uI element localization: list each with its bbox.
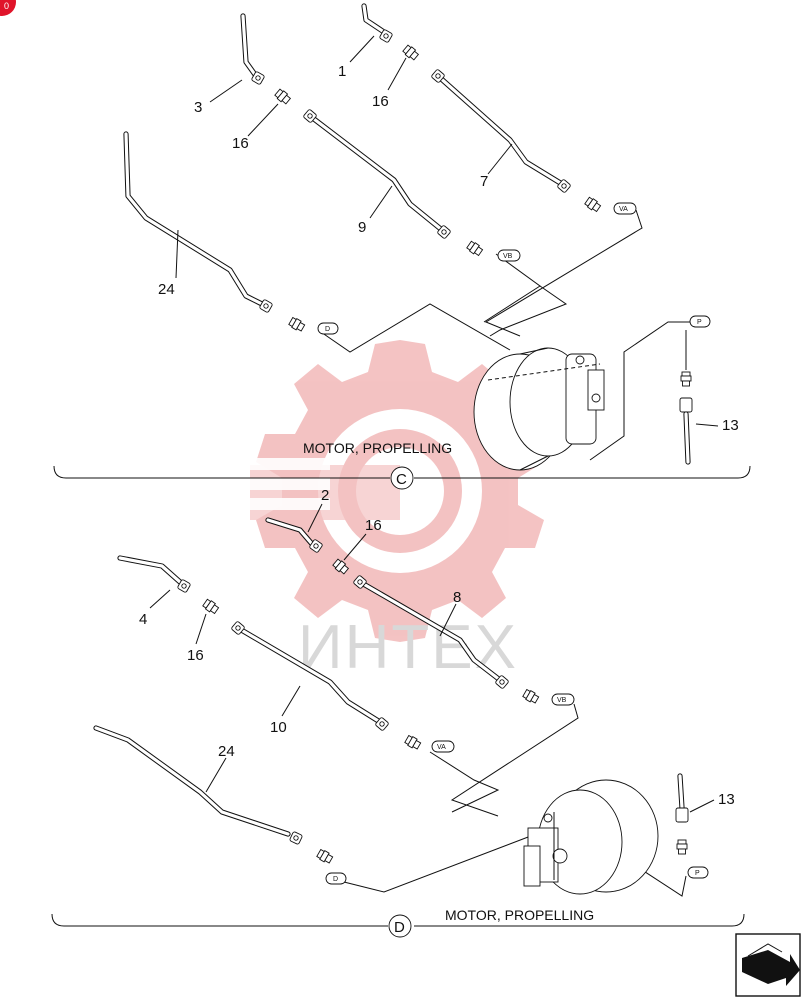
- port-tag-d: [325, 872, 347, 885]
- svg-text:2: 2: [321, 487, 329, 504]
- svg-text:VB: VB: [503, 253, 513, 260]
- svg-text:24: 24: [218, 743, 235, 760]
- port-tag-p: [689, 315, 711, 328]
- propelling-motor-c: [473, 347, 605, 471]
- propelling-motor-d: [523, 779, 659, 895]
- svg-text:1: 1: [338, 63, 346, 80]
- fitting-16: [201, 598, 220, 616]
- section-c: VA VB D P 1 16 3 16 7: [53, 3, 751, 490]
- fitting: [403, 734, 422, 751]
- watermark-text: ИНТЕХ: [298, 613, 518, 682]
- section-bracket-c: [53, 465, 751, 479]
- port-tag-d: [317, 322, 339, 335]
- leader-lines: [175, 35, 719, 427]
- svg-text:8: 8: [453, 589, 461, 606]
- fitting: [521, 688, 540, 705]
- svg-text:24: 24: [158, 281, 175, 298]
- pipe-part-13: [675, 773, 689, 855]
- svg-text:9: 9: [358, 219, 366, 236]
- port-tag-vb: [497, 249, 521, 262]
- pipe-part-24: [93, 725, 304, 846]
- svg-text:C: C: [396, 471, 407, 488]
- svg-text:VA: VA: [437, 744, 446, 751]
- fitting-16: [401, 43, 420, 62]
- pipe-part-7: [430, 68, 572, 194]
- svg-text:VA: VA: [619, 206, 628, 213]
- svg-text:13: 13: [722, 417, 739, 434]
- leader-lines: [149, 503, 715, 813]
- section-d: VB VA D P 2 16 8 4 16 10: [51, 487, 745, 938]
- svg-text:4: 4: [139, 611, 147, 628]
- pipe-part-1: [361, 3, 394, 44]
- svg-text:16: 16: [372, 93, 389, 110]
- svg-text:D: D: [325, 326, 330, 333]
- pipe-part-9: [302, 108, 452, 240]
- pipe-part-4: [117, 555, 192, 594]
- section-bracket-d: [51, 913, 745, 927]
- svg-text:0: 0: [4, 1, 9, 11]
- port-tag-vb: [551, 693, 575, 706]
- svg-text:D: D: [333, 876, 338, 883]
- fitting: [465, 240, 484, 258]
- pipe-part-2: [265, 517, 324, 554]
- next-page-arrow-icon[interactable]: [735, 933, 801, 997]
- pipe-part-24: [123, 131, 274, 314]
- fitting: [315, 848, 334, 865]
- port-tag-p: [687, 866, 709, 879]
- port-tags: VB VA D P: [325, 693, 709, 885]
- page-marker: 0: [0, 0, 16, 16]
- fitting-16: [273, 87, 292, 106]
- pipe-part-3: [240, 13, 266, 86]
- svg-text:13: 13: [718, 791, 735, 808]
- svg-text:16: 16: [187, 647, 204, 664]
- section-letter-c: [390, 466, 414, 490]
- svg-text:D: D: [394, 919, 405, 936]
- watermark: ИНТЕХ: [240, 340, 544, 682]
- svg-text:VB: VB: [557, 697, 567, 704]
- svg-text:P: P: [695, 870, 700, 877]
- watermark-gear-icon: [240, 340, 544, 642]
- svg-text:P: P: [697, 319, 702, 326]
- pipe-part-13: [679, 371, 693, 465]
- svg-text:16: 16: [365, 517, 382, 534]
- fitting: [583, 196, 602, 214]
- fitting: [287, 316, 306, 333]
- port-tag-va: [431, 740, 455, 753]
- pipe-part-8: [352, 574, 510, 690]
- svg-text:7: 7: [480, 173, 488, 190]
- section-title-c: MOTOR, PROPELLING: [303, 440, 452, 456]
- hose-routing: [317, 209, 700, 461]
- section-letter-d: [388, 914, 412, 938]
- port-tag-va: [613, 202, 637, 215]
- svg-text:3: 3: [194, 99, 202, 116]
- section-title-d: MOTOR, PROPELLING: [445, 907, 594, 923]
- svg-text:16: 16: [232, 135, 249, 152]
- port-tags: VA VB D P: [317, 202, 711, 335]
- pipe-part-10: [230, 620, 390, 732]
- svg-text:10: 10: [270, 719, 287, 736]
